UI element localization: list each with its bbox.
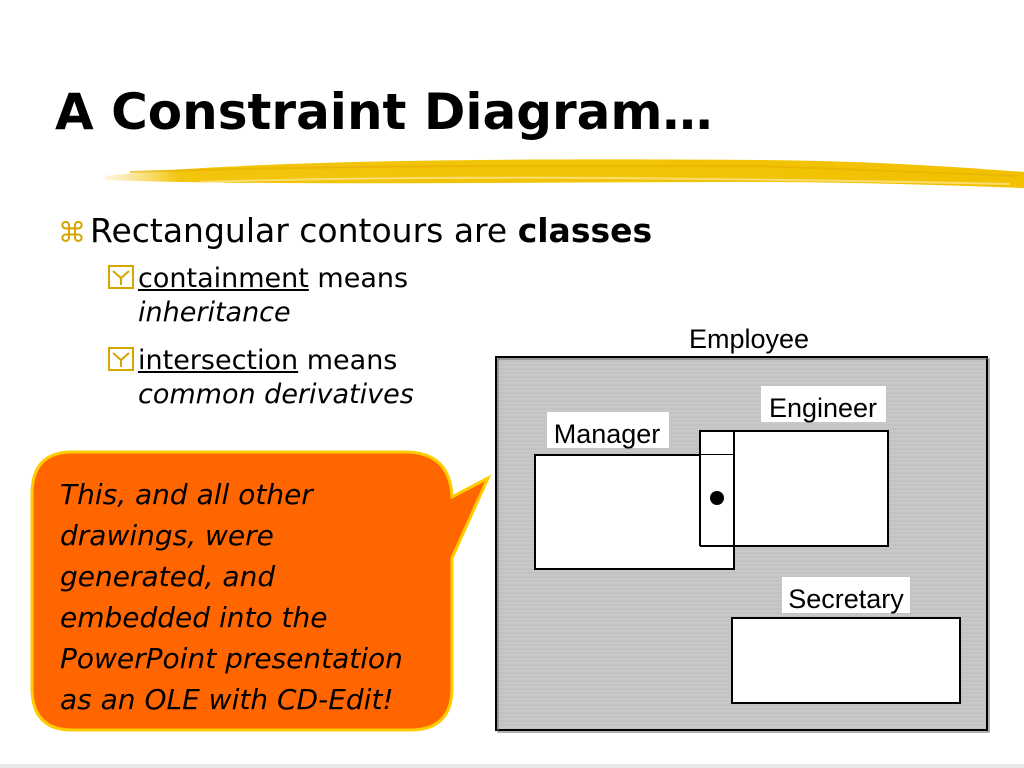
manager-contour: Manager	[534, 412, 735, 570]
term-containment: containment	[138, 263, 309, 294]
callout-bubble	[30, 450, 492, 732]
sub-bullet-containment: containment means inheritance	[108, 262, 408, 330]
y-box-bullet-icon	[108, 265, 134, 289]
callout-text: This, and all other drawings, were gener…	[60, 478, 403, 716]
spot-dot	[710, 491, 724, 505]
secretary-label: Secretary	[788, 584, 904, 614]
term-inheritance: inheritance	[138, 297, 291, 328]
bullet-text: Rectangular contours are	[90, 211, 518, 250]
means-text: means	[298, 345, 398, 376]
footer-line	[0, 764, 1024, 768]
means-text: means	[308, 263, 409, 294]
manager-label: Manager	[554, 419, 661, 449]
employee-label: Employee	[689, 324, 809, 354]
y-box-bullet-icon	[108, 347, 134, 371]
bullet-classes: ⌘Rectangular contours are classes	[58, 210, 652, 254]
engineer-label: Engineer	[769, 393, 877, 423]
slide-title: A Constraint Diagram…	[55, 83, 713, 141]
secretary-contour: Secretary	[731, 577, 961, 704]
title-underline-brushstroke	[105, 159, 1024, 188]
bullet-bold-term: classes	[517, 211, 653, 250]
term-intersection: intersection	[138, 345, 299, 376]
command-bullet-icon: ⌘	[58, 216, 86, 249]
term-common-derivatives: common derivatives	[138, 379, 414, 410]
sub-bullet-intersection: intersection means common derivatives	[108, 344, 414, 412]
